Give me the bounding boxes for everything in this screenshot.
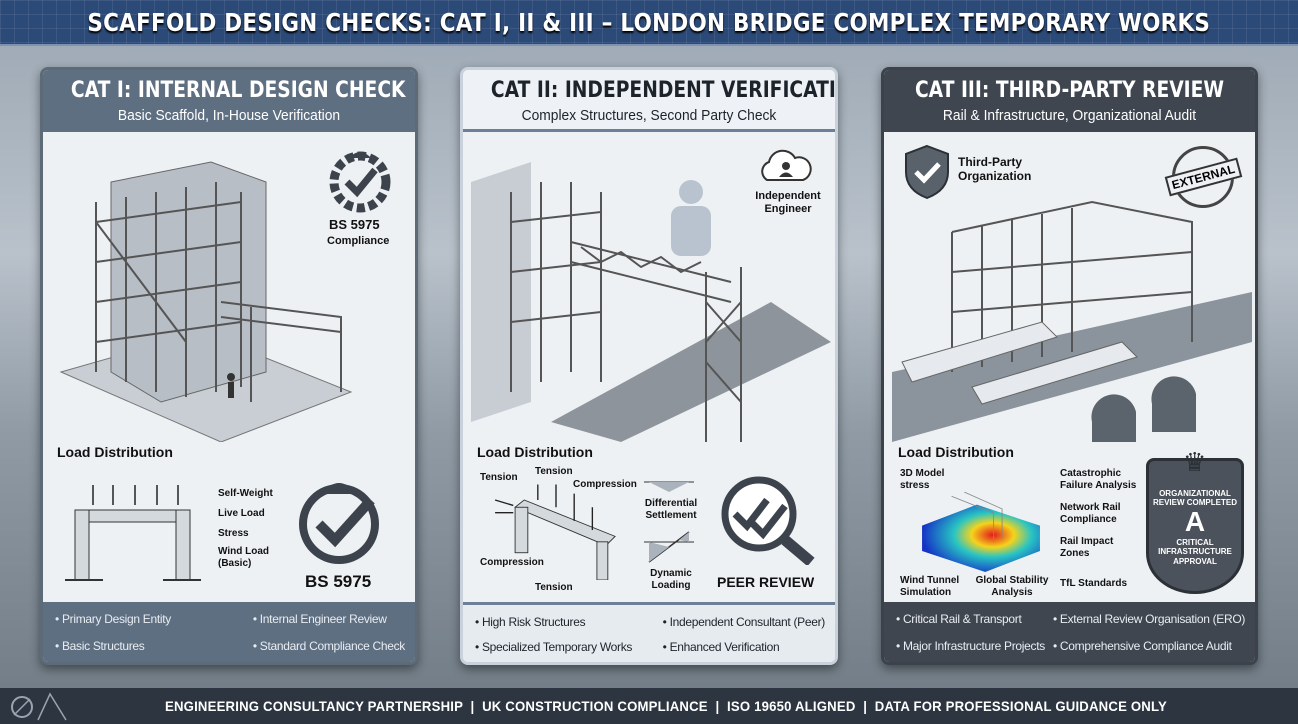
load-label: Tension	[480, 472, 518, 483]
panel-title: CAT II: INDEPENDENT VERIFICATION	[490, 78, 838, 103]
panel-title: CAT I: INTERNAL DESIGN CHECK	[70, 78, 406, 103]
load-label: Live Load	[218, 508, 265, 519]
load-label: Tension	[535, 582, 573, 593]
load-distribution-title: Load Distribution	[898, 444, 1014, 460]
load-label: Dynamic Loading	[650, 568, 692, 591]
independent-engineer-label: Independent Engineer	[755, 190, 821, 215]
footer-bar: ENGINEERING CONSULTANCY PARTNERSHIP | UK…	[0, 688, 1298, 724]
third-party-label: Third-Party Organization	[958, 155, 1032, 183]
bs5975-label: BS 5975	[329, 217, 380, 232]
gear-check-icon	[329, 151, 391, 213]
load-distribution-title: Load Distribution	[57, 444, 173, 460]
scaffold-bridge-illustration	[471, 162, 831, 442]
bullet-list: • Primary Design Entity • Internal Engin…	[43, 602, 415, 662]
settlement-diagram	[644, 481, 694, 563]
bullet-item: • Major Infrastructure Projects	[896, 638, 1045, 653]
load-label: Self-Weight	[218, 488, 273, 499]
shield-check-icon	[905, 144, 949, 200]
organizational-review-shield: ♛ ORGANIZATIONAL REVIEW COMPLETED A CRIT…	[1146, 447, 1244, 594]
bullet-item: • Primary Design Entity	[55, 612, 172, 626]
panel-subtitle: Complex Structures, Second Party Check	[521, 107, 777, 124]
compass-logo-icon	[11, 692, 67, 721]
magnifier-check-icon	[721, 476, 815, 565]
bs5975-badge-label: BS 5975	[305, 572, 372, 591]
panel-title: CAT III: THIRD-PARTY REVIEW	[914, 78, 1225, 103]
bullet-item: • Basic Structures	[55, 638, 145, 653]
bullet-item: • Specialized Temporary Works	[475, 640, 633, 654]
peer-review-label: PEER REVIEW	[717, 574, 815, 590]
title-bar: SCAFFOLD DESIGN CHECKS: CAT I, II & III …	[0, 0, 1298, 46]
page-title: SCAFFOLD DESIGN CHECKS: CAT I, II & III …	[87, 7, 1211, 37]
scaffold-building-illustration	[59, 161, 353, 442]
hardhat-check-icon	[299, 483, 379, 564]
panel-header: CAT I: INTERNAL DESIGN CHECK Basic Scaffo…	[43, 70, 415, 132]
cat-2-panel: CAT II: INDEPENDENT VERIFICATION Complex …	[460, 67, 838, 665]
bullet-item: • Comprehensive Compliance Audit	[1052, 638, 1232, 653]
panel-header: CAT III: THIRD-PARTY REVIEW Rail & Infras…	[884, 70, 1255, 132]
crown-icon: ♛	[1183, 447, 1207, 477]
frame-load-diagram	[65, 485, 201, 581]
load-label: Tension	[535, 466, 573, 477]
compliance-label: Compliance	[327, 235, 390, 247]
bullet-item: • Independent Consultant (Peer)	[662, 615, 826, 629]
bullet-item: • Critical Rail & Transport	[896, 612, 1022, 626]
load-label: Network Rail Compliance	[1060, 502, 1121, 525]
rail-viaduct-illustration	[892, 200, 1252, 442]
cat-3-panel: CAT III: THIRD-PARTY REVIEW Rail & Infras…	[881, 67, 1258, 665]
load-label: TfL Standards	[1060, 578, 1128, 589]
load-label: Global Stability Analysis	[975, 575, 1049, 598]
load-distribution-title: Load Distribution	[477, 444, 593, 460]
bullet-item: • Standard Compliance Check	[252, 638, 405, 653]
bullet-item: • External Review Organisation (ERO)	[1052, 612, 1246, 626]
load-label: Differential Settlement	[644, 498, 698, 521]
bullet-item: • High Risk Structures	[475, 615, 586, 629]
load-label: Catastrophic Failure Analysis	[1060, 468, 1137, 491]
external-stamp: EXTERNAL	[1164, 146, 1242, 208]
cloud-user-icon	[761, 149, 812, 181]
bullet-item: • Enhanced Verification	[662, 640, 780, 654]
panel-subtitle: Rail & Infrastructure, Organizational Au…	[942, 107, 1197, 124]
load-label: Rail Impact Zones	[1060, 536, 1114, 559]
bullet-list: • Critical Rail & Transport • External R…	[884, 602, 1255, 662]
load-label: Wind Tunnel Simulation	[900, 575, 960, 598]
beam-stress-diagram	[494, 484, 616, 580]
panel-header: CAT II: INDEPENDENT VERIFICATION Complex …	[463, 70, 835, 132]
load-label: Wind Load (Basic)	[218, 546, 270, 569]
footer-text: ENGINEERING CONSULTANCY PARTNERSHIP | UK…	[165, 698, 1167, 714]
load-label: Stress	[218, 528, 249, 539]
bullet-list: • High Risk Structures • Independent Con…	[463, 602, 835, 662]
cat-1-panel: CAT I: INTERNAL DESIGN CHECK Basic Scaffo…	[40, 67, 418, 665]
load-label: 3D Model stress	[900, 468, 945, 491]
fea-stress-model	[922, 492, 1040, 572]
panel-subtitle: Basic Scaffold, In-House Verification	[117, 107, 341, 124]
load-label: Compression	[480, 557, 544, 568]
load-label: Compression	[573, 479, 637, 490]
bullet-item: • Internal Engineer Review	[252, 612, 387, 626]
